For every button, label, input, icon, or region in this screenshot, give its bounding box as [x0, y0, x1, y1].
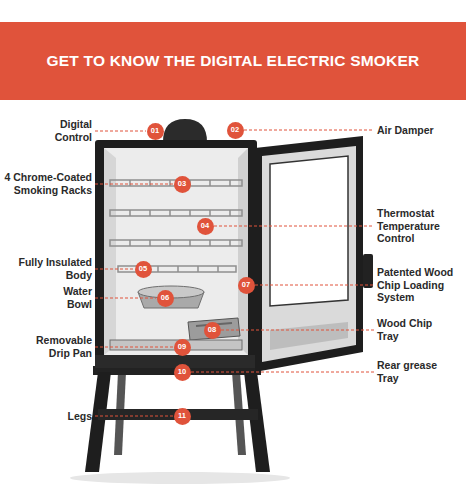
part-label: Air Damper	[377, 124, 462, 137]
callout-circle: 04	[197, 218, 214, 235]
part-label: Wood Chip Tray	[377, 317, 437, 342]
callout-circle: 02	[227, 122, 244, 139]
callout-number: 05	[139, 265, 147, 273]
callout-number: 02	[231, 126, 239, 134]
part-label: Removable Drip Pan	[30, 334, 92, 359]
callout-number: 04	[201, 222, 209, 230]
callout-number: 08	[208, 326, 216, 334]
callout-number: 07	[242, 281, 250, 289]
callout-circle: 10	[174, 364, 191, 381]
callout-number: 09	[178, 343, 186, 351]
callout-circle: 03	[174, 176, 191, 193]
callout-circle: 01	[147, 123, 164, 140]
callout-circle: 07	[238, 277, 255, 294]
callout-number: 11	[178, 412, 186, 420]
part-label: Patented Wood Chip Loading System	[377, 266, 463, 304]
title: GET TO KNOW THE DIGITAL ELECTRIC SMOKER	[0, 22, 466, 100]
callout-circle: 06	[157, 290, 174, 307]
callout-number: 10	[178, 368, 186, 376]
part-label: Thermostat Temperature Control	[377, 207, 457, 245]
part-label: Digital Control	[42, 118, 92, 143]
part-label: 4 Chrome-Coated Smoking Racks	[2, 171, 92, 196]
callout-number: 06	[161, 294, 169, 302]
callout-number: 03	[178, 180, 186, 188]
callout-circle: 11	[174, 408, 191, 425]
callout-circle: 05	[135, 261, 152, 278]
part-label: Water Bowl	[52, 285, 92, 310]
callout-circle: 09	[174, 339, 191, 356]
callout-circle: 08	[204, 322, 221, 339]
part-label: Rear grease Tray	[377, 359, 447, 384]
part-label: Fully Insulated Body	[12, 256, 92, 281]
callout-number: 01	[151, 127, 159, 135]
part-label: Legs	[52, 410, 92, 423]
